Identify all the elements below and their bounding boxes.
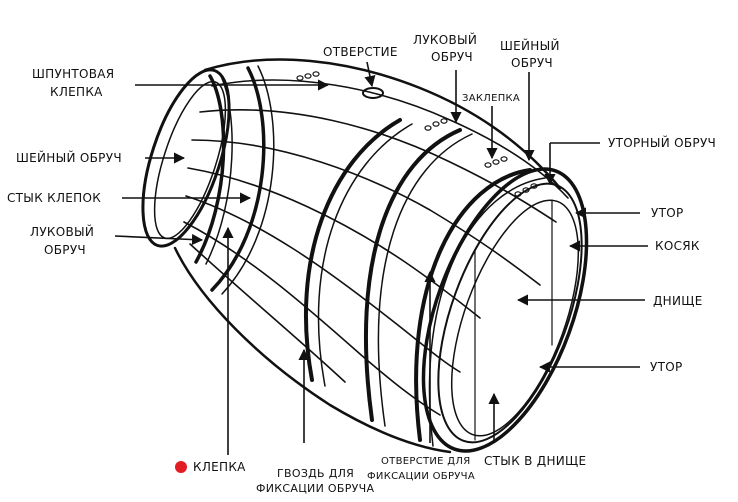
labels: ОТВЕРСТИЕ ШПУНТОВАЯ КЛЕПКА ЛУКОВЫЙ ОБРУЧ…: [7, 32, 716, 495]
hoop-onion-back-inner: [221, 65, 275, 295]
label-tongue-stave-line2: КЛЕПКА: [50, 85, 103, 99]
hoop-chime-front-inner: [428, 177, 546, 447]
label-hole-fix-line2: ФИКСАЦИИ ОБРУЧА: [367, 471, 475, 482]
hoop-neck-back-inner: [205, 73, 233, 265]
label-nail-line2: ФИКСАЦИИ ОБРУЧА: [256, 482, 374, 495]
label-nail-line1: ГВОЗДЬ ДЛЯ: [277, 467, 354, 480]
label-neck-hoop-top-line2: ОБРУЧ: [511, 56, 553, 70]
back-head-outer: [141, 68, 231, 248]
front-chime-outer: [421, 167, 589, 453]
label-hole-fix-line1: ОТВЕРСТИЕ ДЛЯ: [381, 456, 470, 467]
back-head-inner: [153, 80, 227, 240]
hoop-neck-front-inner: [377, 133, 473, 427]
label-onion-hoop-top-line1: ЛУКОВЫЙ: [413, 32, 477, 47]
label-chime-bottom: УТОР: [650, 360, 683, 374]
highlight-marker-dot: [175, 461, 187, 473]
label-onion-hoop-left-line1: ЛУКОВЫЙ: [30, 224, 94, 239]
hoop-onion-back: [210, 66, 266, 292]
front-chime-inner: [437, 182, 583, 444]
label-stave: КЛЕПКА: [193, 460, 246, 474]
bung-hole: [362, 87, 384, 99]
label-head: ДНИЩЕ: [653, 294, 703, 308]
barrel-illustration: [141, 58, 589, 454]
label-chime-top: УТОР: [651, 206, 684, 220]
label-tongue-stave-line1: ШПУНТОВАЯ: [32, 67, 114, 81]
label-rivet: ЗАКЛЕПКА: [462, 93, 520, 104]
hoop-neck-back: [194, 74, 226, 264]
hoop-onion-front: [304, 118, 402, 382]
barrel-silhouette-bottom: [173, 246, 452, 454]
hoop-rivets: [296, 71, 538, 197]
leader-lines: [114, 61, 648, 455]
label-opening: ОТВЕРСТИЕ: [323, 45, 398, 59]
label-head-joint: СТЫК В ДНИЩЕ: [484, 454, 586, 468]
label-neck-hoop-left: ШЕЙНЫЙ ОБРУЧ: [16, 150, 122, 165]
hoop-chime-front: [414, 168, 532, 442]
hoop-neck-front: [364, 128, 462, 422]
label-onion-hoop-left-line2: ОБРУЧ: [44, 243, 86, 257]
label-stave-joint: СТЫК КЛЕПОК: [7, 191, 101, 205]
label-cant: КОСЯК: [655, 239, 700, 253]
label-chime-hoop: УТОРНЫЙ ОБРУЧ: [608, 135, 716, 150]
label-neck-hoop-top-line1: ШЕЙНЫЙ: [500, 38, 560, 53]
hoop-onion-front-inner: [317, 123, 413, 387]
barrel-silhouette-top: [203, 58, 562, 190]
front-head: [450, 199, 580, 437]
label-onion-hoop-top-line2: ОБРУЧ: [431, 50, 473, 64]
